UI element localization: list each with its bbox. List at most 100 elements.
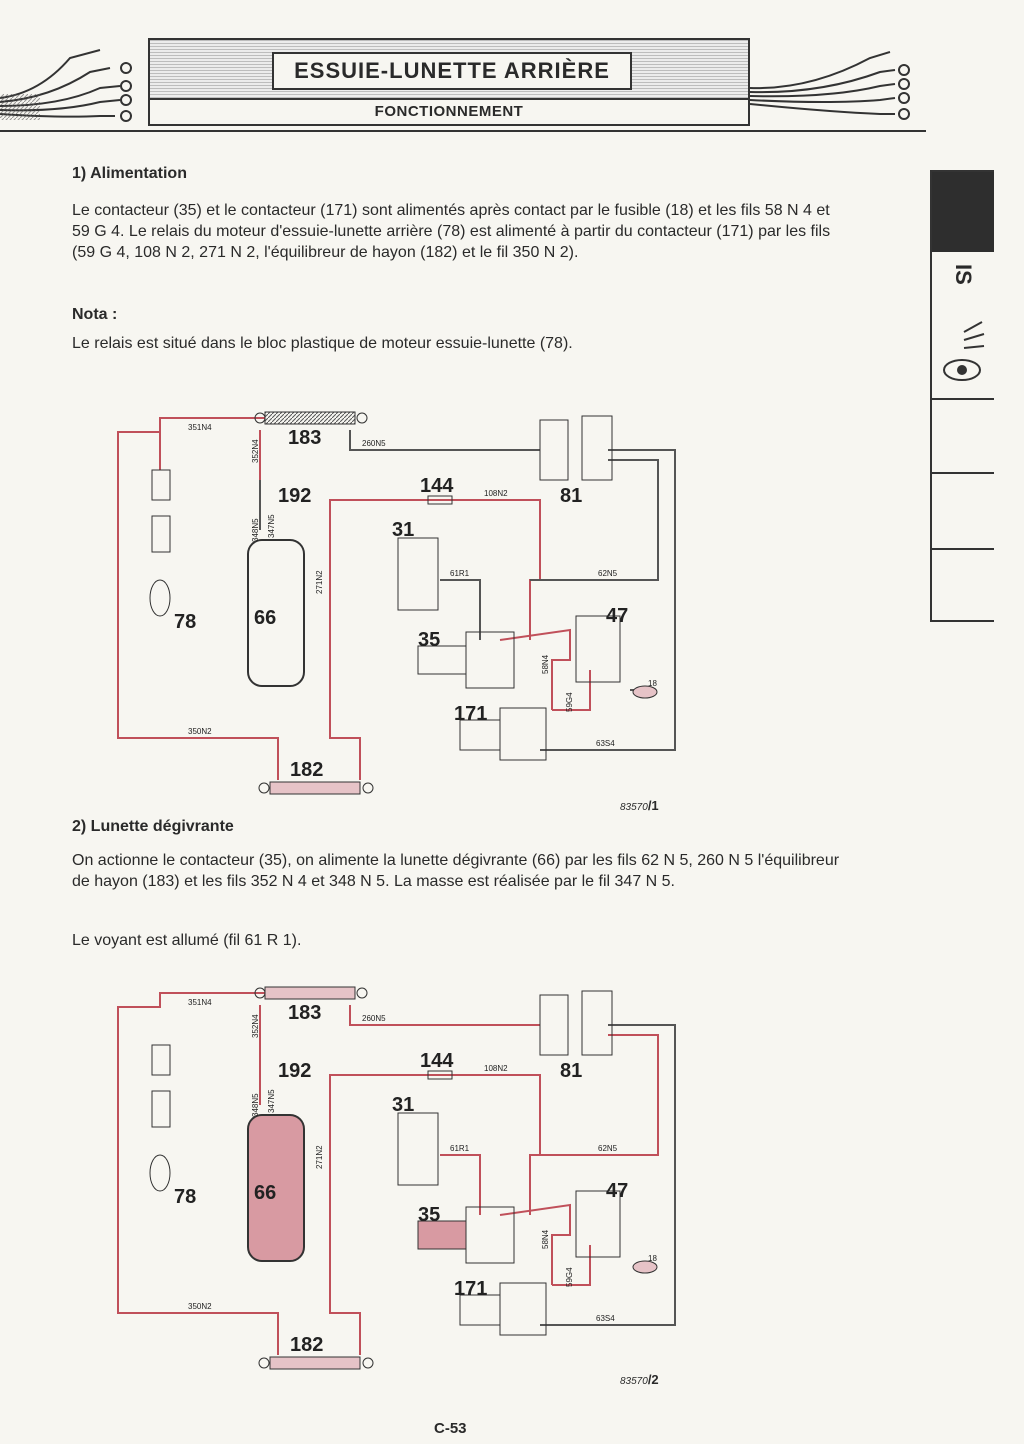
switch-31 — [397, 1112, 439, 1186]
wire-label: 63S4 — [596, 1314, 615, 1323]
label-182: 182 — [290, 759, 323, 781]
wire-label: 260N5 — [362, 439, 386, 448]
equalizer-182 — [269, 1356, 361, 1370]
rear-window-66 — [247, 539, 305, 687]
wire-label: 352N4 — [251, 439, 260, 463]
wire-label: 351N4 — [188, 998, 212, 1007]
wire-label: 58N4 — [541, 654, 550, 674]
label-81: 81 — [560, 485, 582, 507]
label-66: 66 — [254, 1182, 276, 1204]
title-band — [150, 40, 748, 100]
label-171: 171 — [454, 703, 487, 725]
nota-text: Le relais est situé dans le bloc plastiq… — [72, 335, 573, 352]
label-35: 35 — [418, 1204, 440, 1226]
side-tab: IS — [930, 170, 994, 622]
label-192: 192 — [278, 485, 311, 507]
switch-35 — [465, 1206, 515, 1264]
label-78: 78 — [174, 611, 196, 633]
label-183: 183 — [288, 427, 321, 449]
side-tab-divider — [932, 398, 994, 400]
wire-label: 352N4 — [251, 1014, 260, 1038]
wire-label: 61R1 — [450, 569, 470, 578]
wire-label: 62N5 — [598, 1144, 618, 1153]
page-header: ESSUIE-LUNETTE ARRIÈRE FONCTIONNEMENT — [0, 38, 926, 132]
label-144: 144 — [420, 475, 454, 497]
wire-label: 58N4 — [541, 1229, 550, 1249]
label-47: 47 — [606, 1180, 628, 1202]
rear-window-66-heated — [247, 1114, 305, 1262]
switch-35 — [465, 631, 515, 689]
page-title: ESSUIE-LUNETTE ARRIÈRE — [272, 52, 632, 90]
wire-label: 351N4 — [188, 423, 212, 432]
paragraph-voyant: Le voyant est allumé (fil 61 R 1). — [72, 932, 302, 949]
wires-1 — [117, 417, 676, 780]
header-rule — [0, 130, 926, 132]
wire-label: 348N5 — [251, 518, 260, 542]
switch-171 — [499, 707, 547, 761]
wire-label: 108N2 — [484, 1064, 508, 1073]
equalizer-182 — [269, 781, 361, 795]
label-66: 66 — [254, 607, 276, 629]
label-78: 78 — [174, 1186, 196, 1208]
figure-ref-code: 83570 — [620, 1376, 648, 1387]
fuse-18 — [632, 685, 658, 699]
connector-81b — [581, 415, 613, 481]
wire-label: 260N5 — [362, 1014, 386, 1023]
wire-label: 108N2 — [484, 489, 508, 498]
wire-label: 271N2 — [315, 570, 324, 594]
label-192: 192 — [278, 1060, 311, 1082]
wire-label: 63S4 — [596, 739, 615, 748]
connector-78a — [151, 469, 171, 501]
connector-81a — [539, 419, 569, 481]
title-frame — [148, 38, 750, 126]
connector-81a — [539, 994, 569, 1056]
wire-label: 350N2 — [188, 1302, 212, 1311]
fusebox-47 — [575, 1190, 621, 1258]
wiring-diagram-1: 183 182 81 144 192 31 66 78 35 47 18 171… — [117, 411, 676, 795]
figure-ref-1: 83570/1 — [620, 798, 659, 813]
label-171: 171 — [454, 1278, 487, 1300]
side-tab-dark-block — [932, 172, 994, 252]
label-81: 81 — [560, 1060, 582, 1082]
motor-78 — [149, 1154, 171, 1192]
paragraph-alimentation: Le contacteur (35) et le contacteur (171… — [72, 202, 831, 261]
label-182: 182 — [290, 1334, 323, 1356]
switch-31 — [397, 537, 439, 611]
page-number: C-53 — [434, 1420, 467, 1437]
connector-81b — [581, 990, 613, 1056]
figure-ref-2: 83570/2 — [620, 1372, 659, 1387]
label-31: 31 — [392, 519, 414, 541]
wiring-diagram-2: 183 182 81 144 192 31 66 78 35 47 18 171… — [117, 986, 676, 1370]
wire-label: 62N5 — [598, 569, 618, 578]
equalizer-183 — [264, 411, 356, 425]
wire-label: 271N2 — [315, 1145, 324, 1169]
connector-78b — [151, 515, 171, 553]
wire-harness-icon-right — [750, 51, 910, 120]
figure-ref-num: /1 — [647, 798, 659, 813]
nota-label: Nota : — [72, 306, 118, 323]
side-tab-divider — [932, 472, 994, 474]
connector-78a — [151, 1044, 171, 1076]
label-47: 47 — [606, 605, 628, 627]
wire-label: 59G4 — [565, 1267, 574, 1287]
wire-label: 59G4 — [565, 692, 574, 712]
side-tab-label: IS — [951, 264, 976, 285]
eye-lamp-icon — [943, 321, 985, 381]
label-183: 183 — [288, 1002, 321, 1024]
switch-171 — [499, 1282, 547, 1336]
figure-ref-code: 83570 — [620, 802, 648, 813]
label-35: 35 — [418, 629, 440, 651]
page-subtitle: FONCTIONNEMENT — [374, 103, 524, 120]
wire-label: 61R1 — [450, 1144, 470, 1153]
plug-144 — [427, 1070, 453, 1080]
wire-harness-icon-left — [0, 49, 132, 122]
fuse-18 — [632, 1260, 658, 1274]
figure-ref-num: /2 — [647, 1372, 659, 1387]
plug-144 — [427, 495, 453, 505]
wires-2 — [117, 992, 676, 1355]
label-31: 31 — [392, 1094, 414, 1116]
wire-label: 347N5 — [267, 514, 276, 538]
label-18: 18 — [648, 679, 657, 688]
section-title-lunette: 2) Lunette dégivrante — [72, 818, 234, 835]
side-tab-divider — [932, 548, 994, 550]
